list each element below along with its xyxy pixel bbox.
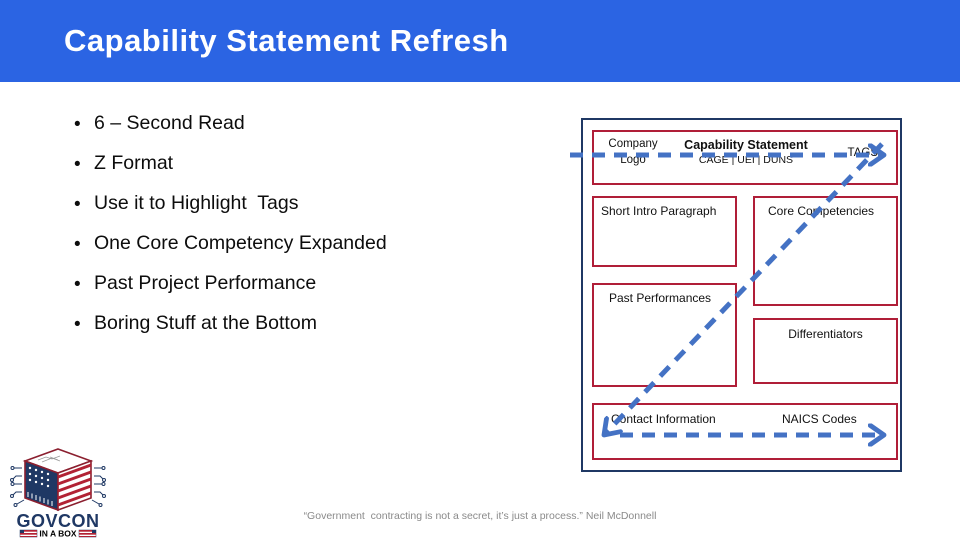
bullet-label: One Core Competency Expanded bbox=[94, 232, 387, 254]
bullet-icon: • bbox=[74, 194, 81, 215]
list-item: • One Core Competency Expanded bbox=[74, 232, 544, 255]
flag-box-icon bbox=[22, 448, 94, 512]
core-competencies-box: Core Competencies bbox=[753, 196, 898, 306]
diagram-footer-box: Contact Information NAICS Codes bbox=[592, 403, 898, 460]
bullet-list: • 6 – Second Read • Z Format • Use it to Hi… bbox=[74, 112, 544, 352]
bullet-icon: • bbox=[74, 154, 81, 175]
bullet-icon: • bbox=[74, 314, 81, 335]
tags-label: TAGS bbox=[847, 147, 878, 159]
contact-information-label: Contact Information bbox=[611, 412, 716, 426]
bullet-icon: • bbox=[74, 274, 81, 295]
past-performances-box: Past Performances bbox=[592, 283, 737, 387]
past-performances-label: Past Performances bbox=[609, 291, 712, 305]
diagram-header-box: Company Logo Capability Statement CAGE |… bbox=[592, 130, 898, 185]
page-title: Capability Statement Refresh bbox=[64, 23, 509, 58]
core-competencies-label: Core Competencies bbox=[768, 204, 875, 218]
capability-statement-diagram: Company Logo Capability Statement CAGE |… bbox=[581, 118, 902, 472]
bullet-icon: • bbox=[74, 234, 81, 255]
list-item: • Boring Stuff at the Bottom bbox=[74, 312, 544, 335]
govcon-in-a-box-logo: GOVCON IN A BOX bbox=[10, 448, 106, 539]
list-item: • Use it to Highlight Tags bbox=[74, 192, 544, 215]
logo-wordmark: GOVCON bbox=[16, 511, 99, 531]
differentiators-label: Differentiators bbox=[788, 327, 863, 341]
bullet-label: Use it to Highlight Tags bbox=[94, 192, 299, 214]
circuit-traces-icon bbox=[10, 466, 106, 507]
list-item: • Past Project Performance bbox=[74, 272, 544, 295]
naics-codes-label: NAICS Codes bbox=[782, 412, 857, 426]
company-logo-label: Company Logo bbox=[608, 138, 658, 166]
logo-flag-bar-right bbox=[78, 529, 97, 538]
bullet-label: 6 – Second Read bbox=[94, 112, 245, 134]
bullet-label: Boring Stuff at the Bottom bbox=[94, 312, 317, 334]
differentiators-box: Differentiators bbox=[753, 318, 898, 384]
capability-statement-title-block: Capability Statement CAGE | UEI | DUNS bbox=[666, 138, 826, 167]
bullet-icon: • bbox=[74, 114, 81, 135]
footer-quote: “Government contracting is not a secret,… bbox=[303, 510, 657, 522]
cage-uei-duns-label: CAGE | UEI | DUNS bbox=[698, 154, 794, 166]
title-bar: Capability Statement Refresh bbox=[0, 0, 960, 82]
list-item: • 6 – Second Read bbox=[74, 112, 544, 135]
bullet-label: Z Format bbox=[94, 152, 174, 174]
short-intro-box: Short Intro Paragraph bbox=[592, 196, 737, 267]
logo-flag-bar-left bbox=[19, 529, 38, 538]
list-item: • Z Format bbox=[74, 152, 544, 175]
short-intro-label: Short Intro Paragraph bbox=[601, 204, 717, 218]
bullet-label: Past Project Performance bbox=[94, 272, 317, 294]
logo-subtext: IN A BOX bbox=[39, 529, 76, 539]
capability-statement-title: Capability Statement bbox=[684, 138, 808, 152]
